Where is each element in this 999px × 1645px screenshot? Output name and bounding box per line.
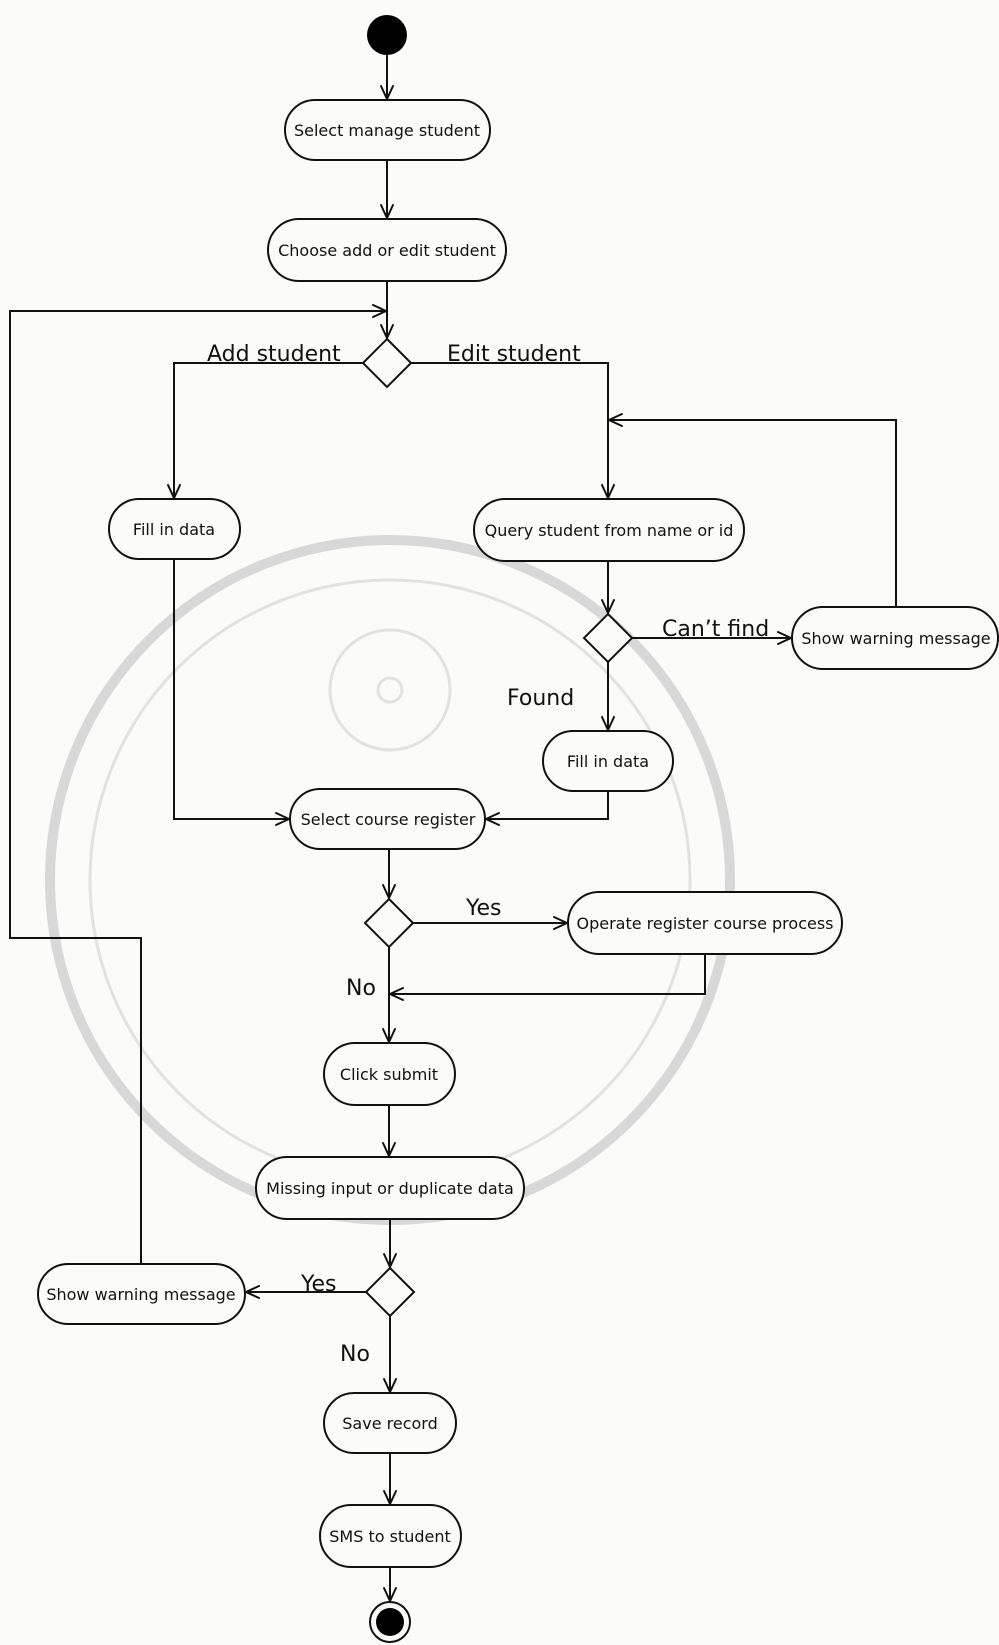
activity-label: Choose add or edit student bbox=[278, 241, 496, 260]
activity-show-warning-edit: Show warning message bbox=[791, 606, 999, 670]
guard-no-missing: No bbox=[340, 1342, 370, 1367]
activity-label: Query student from name or id bbox=[485, 521, 734, 540]
decision-add-edit bbox=[361, 337, 413, 389]
activity-label: Show warning message bbox=[46, 1285, 235, 1304]
activity-label: Select manage student bbox=[294, 121, 480, 140]
decision-missing bbox=[364, 1266, 416, 1318]
activity-query-student: Query student from name or id bbox=[473, 498, 745, 562]
activity-label: Show warning message bbox=[801, 629, 990, 648]
activity-label: Save record bbox=[342, 1414, 437, 1433]
activity-label: Missing input or duplicate data bbox=[266, 1179, 514, 1198]
activity-click-submit: Click submit bbox=[323, 1042, 456, 1106]
guard-yes-missing: Yes bbox=[300, 1272, 337, 1297]
activity-label: Fill in data bbox=[133, 520, 215, 539]
initial-node bbox=[367, 15, 407, 55]
activity-fill-in-data-add: Fill in data bbox=[108, 498, 241, 560]
final-node bbox=[369, 1601, 411, 1643]
guard-found: Found bbox=[507, 686, 574, 711]
activity-label: Select course register bbox=[301, 810, 476, 829]
decision-found bbox=[582, 612, 634, 664]
guard-no-course: No bbox=[346, 976, 376, 1001]
guard-yes-course: Yes bbox=[465, 896, 502, 921]
activity-label: Click submit bbox=[340, 1065, 438, 1084]
activity-sms-to-student: SMS to student bbox=[319, 1504, 462, 1568]
activity-label: SMS to student bbox=[329, 1527, 451, 1546]
activity-choose-add-or-edit: Choose add or edit student bbox=[267, 218, 507, 282]
guard-add-student: Add student bbox=[207, 342, 341, 367]
activity-label: Fill in data bbox=[567, 752, 649, 771]
activity-select-course-register: Select course register bbox=[289, 788, 486, 850]
activity-save-record: Save record bbox=[323, 1392, 457, 1454]
activity-fill-in-data-edit: Fill in data bbox=[542, 730, 674, 792]
decision-course bbox=[363, 897, 415, 949]
guard-cant-find: Can’t find bbox=[662, 617, 769, 642]
activity-show-warning-submit: Show warning message bbox=[37, 1263, 246, 1325]
guard-edit-student: Edit student bbox=[447, 342, 581, 367]
activity-missing-input: Missing input or duplicate data bbox=[255, 1156, 525, 1220]
flow-edges bbox=[9, 55, 897, 1604]
activity-label: Operate register course process bbox=[576, 914, 833, 933]
activity-select-manage-student: Select manage student bbox=[284, 99, 491, 161]
activity-operate-register-course: Operate register course process bbox=[567, 891, 843, 955]
